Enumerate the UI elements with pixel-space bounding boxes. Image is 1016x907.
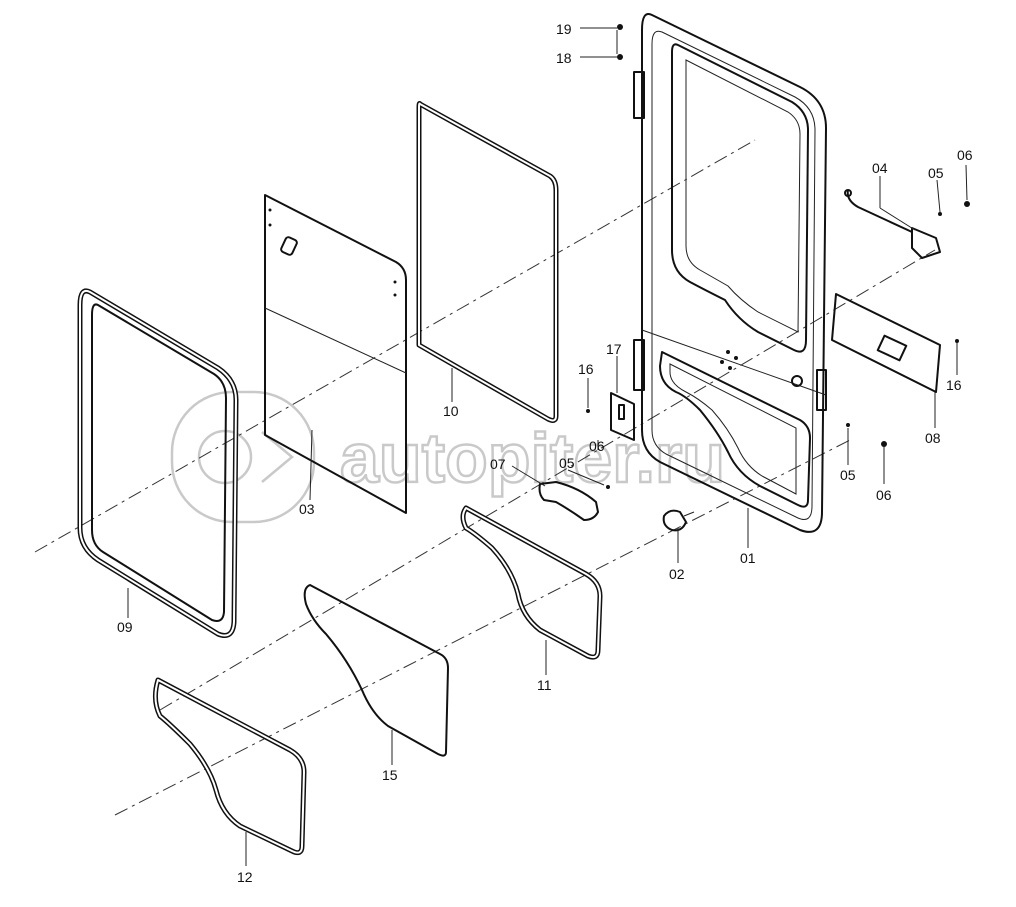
label-03: 03 [299, 501, 315, 517]
part-01-door-frame [633, 13, 827, 533]
label-16-left: 16 [578, 361, 594, 377]
part-11-lower-seal [460, 505, 603, 660]
hinge-upper-icon [633, 71, 645, 119]
assembly-axes [34, 139, 936, 816]
label-01: 01 [740, 550, 756, 566]
part-09-window-gasket [77, 288, 239, 638]
part-10-glass-seal [416, 101, 559, 423]
part-04-wire-sensor [844, 189, 941, 259]
fasteners [586, 24, 970, 489]
label-04: 04 [872, 160, 888, 176]
watermark-arrow-icon [261, 431, 294, 483]
label-15: 15 [382, 767, 398, 783]
leader-lines [127, 27, 968, 866]
part-08-cover-plate [831, 293, 941, 393]
axis-line-3 [114, 439, 851, 816]
frame-latch-plate-icon [816, 369, 827, 411]
label-17: 17 [606, 341, 622, 357]
hinge-lower-icon [633, 339, 645, 391]
part-03-door-panel [264, 194, 407, 514]
part-15-lower-glass [303, 584, 449, 757]
label-18: 18 [556, 50, 572, 66]
label-06-top: 06 [957, 147, 973, 163]
sensor-bracket-icon [911, 227, 941, 259]
label-12: 12 [237, 869, 253, 885]
label-05-top: 05 [928, 165, 944, 181]
label-06-mid: 06 [589, 438, 605, 454]
watermark: autopiter.ru [170, 390, 726, 524]
label-02: 02 [669, 566, 685, 582]
watermark-logo-icon [170, 390, 316, 524]
plate-window-icon [876, 334, 908, 362]
label-09: 09 [117, 619, 133, 635]
part-07-door-handle [538, 481, 599, 521]
label-11: 11 [537, 677, 552, 693]
frame-hole-icon [791, 375, 803, 387]
label-06-right: 06 [876, 487, 892, 503]
axis-line-1 [34, 139, 756, 553]
watermark-text: autopiter.ru [340, 419, 725, 497]
panel-slot-icon [280, 236, 298, 256]
part-12-lower-gasket [152, 677, 307, 856]
part-02-knob [662, 509, 695, 532]
label-16-right: 16 [946, 377, 962, 393]
label-07: 07 [490, 456, 506, 472]
part-labels: 19 18 04 05 06 16 08 05 06 01 02 17 16 0… [117, 21, 973, 885]
label-19: 19 [556, 21, 572, 37]
part-17-lock-plate [610, 392, 635, 441]
label-05-mid: 05 [559, 455, 575, 471]
label-10: 10 [443, 403, 459, 419]
label-05-right: 05 [840, 467, 856, 483]
label-08: 08 [925, 430, 941, 446]
